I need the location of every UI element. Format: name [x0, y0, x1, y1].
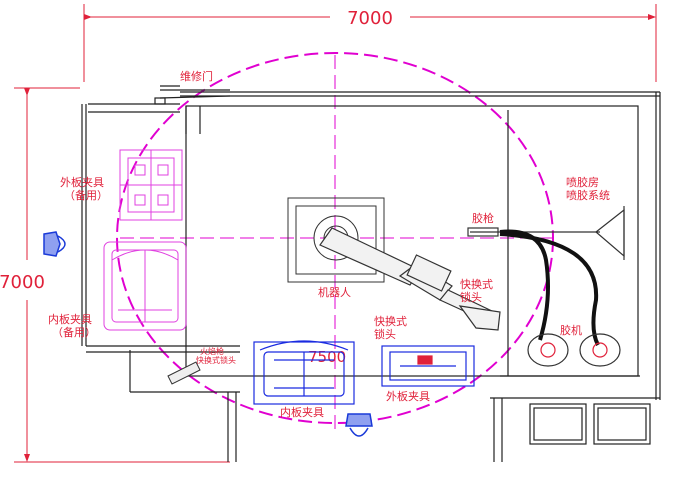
spare-inner-fixture-label-2: （备用） [52, 325, 96, 339]
spray-room-label-1: 喷胶房 [566, 175, 599, 189]
glue-machine [527, 333, 621, 367]
glue-machine-label: 胶机 [560, 323, 582, 337]
operator-left-icon [43, 231, 66, 257]
fire-gun-label-1: 火焰枪 [200, 346, 224, 356]
spray-room-label-2: 喷胶系统 [566, 188, 610, 202]
spare-outer-fixture [119, 149, 183, 221]
robot-label: 机器人 [318, 285, 351, 299]
robot-arm [319, 227, 501, 331]
spare-outer-fixture-label-1: 外板夹具 [60, 175, 104, 189]
glue-gun-stand [467, 206, 625, 260]
fire-gun-label-2: 快换式锁头 [196, 355, 236, 365]
outer-fixture-label: 外板夹具 [386, 389, 430, 403]
outer-fixture [381, 345, 475, 387]
quick-change-lock-label-1: 快换式 [460, 277, 493, 291]
operator-bottom-icon [345, 413, 373, 437]
quick-change-lock2-label-2: 锁头 [374, 327, 396, 341]
inner-fixture-label: 内板夹具 [280, 405, 324, 419]
dimension-left [14, 87, 230, 463]
quick-change-lock2-label-1: 快换式 [374, 314, 407, 328]
reach-label: 7500 [308, 348, 346, 366]
maintenance-door-label: 维修门 [180, 69, 213, 83]
spare-inner-fixture [103, 241, 187, 331]
bottom-right-cabinets [529, 403, 651, 445]
maintenance-door [154, 89, 231, 105]
robot-base [287, 197, 385, 283]
fence [81, 85, 661, 462]
glue-gun-label: 胶枪 [472, 211, 494, 225]
spare-inner-fixture-label-1: 内板夹具 [48, 312, 92, 326]
spare-outer-fixture-label-2: （备用） [64, 188, 108, 202]
dimension-top [83, 4, 657, 82]
dimension-left-label: 7000 [0, 272, 45, 293]
quick-change-lock-label-2: 锁头 [460, 290, 482, 304]
glue-hoses [499, 229, 600, 346]
dimension-top-label: 7000 [347, 8, 393, 29]
inner-fixture [253, 340, 355, 405]
fire-gun [167, 361, 201, 385]
